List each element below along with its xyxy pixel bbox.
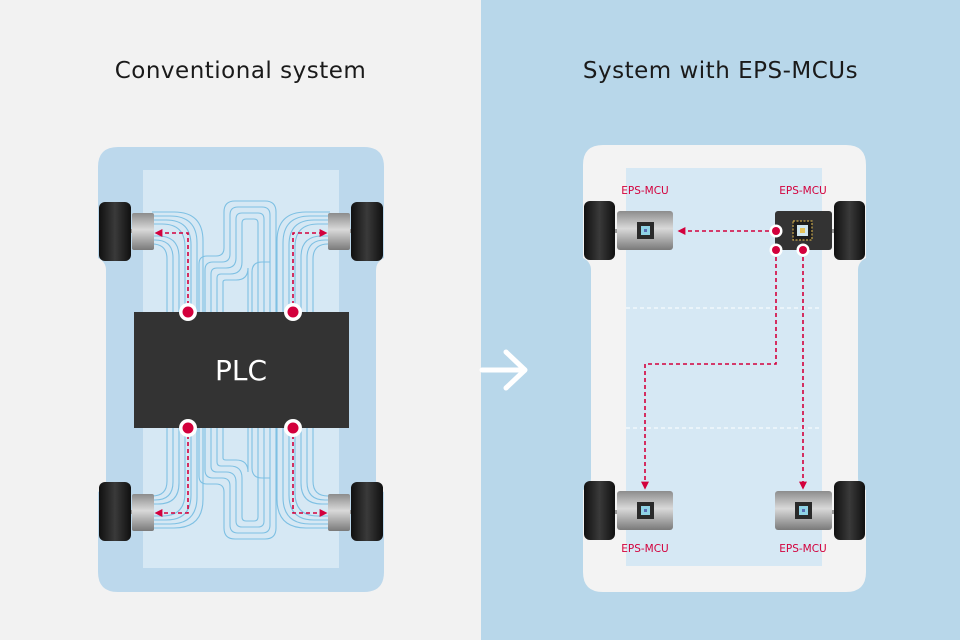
eps-mcu-system-title: System with EPS-MCUs	[582, 58, 859, 84]
chip-icon	[792, 220, 813, 241]
eps-wheel-rear-right	[775, 481, 865, 540]
eps-wheel-front-left	[584, 201, 673, 260]
chip-icon	[637, 502, 654, 519]
plc-label: PLC	[215, 354, 267, 387]
eps-signal-lines	[641, 227, 807, 490]
plc-controller: PLC	[134, 312, 349, 428]
plc-connection-points	[179, 303, 302, 437]
wheel-icon	[584, 481, 615, 540]
chip-icon	[795, 502, 812, 519]
wheel-icon	[351, 482, 383, 541]
arrow-right-icon	[479, 349, 528, 391]
conventional-system-title: Conventional system	[114, 58, 367, 84]
eps-mcu-label-rear-right: EPS-MCU	[779, 543, 827, 555]
eps-wheel-front-right	[775, 201, 865, 260]
wheel-rear-left	[99, 482, 154, 541]
wire-harness	[151, 200, 331, 540]
wheel-front-right	[328, 202, 383, 261]
wheel-icon	[584, 201, 615, 260]
eps-wheel-rear-left	[584, 481, 673, 540]
wheel-icon	[351, 202, 383, 261]
wheel-icon	[99, 202, 131, 261]
wheel-front-left	[99, 202, 154, 261]
eps-mcu-label-rear-left: EPS-MCU	[621, 543, 669, 555]
chip-icon	[637, 222, 654, 239]
eps-mcu-label-front-right: EPS-MCU	[779, 185, 827, 197]
eps-connection-points	[769, 224, 810, 257]
wheel-icon	[834, 201, 865, 260]
plc-signal-lines	[154, 229, 328, 517]
wheel-icon	[99, 482, 131, 541]
eps-mcu-label-front-left: EPS-MCU	[621, 185, 669, 197]
wheel-rear-right	[328, 482, 383, 541]
wheel-icon	[834, 481, 865, 540]
